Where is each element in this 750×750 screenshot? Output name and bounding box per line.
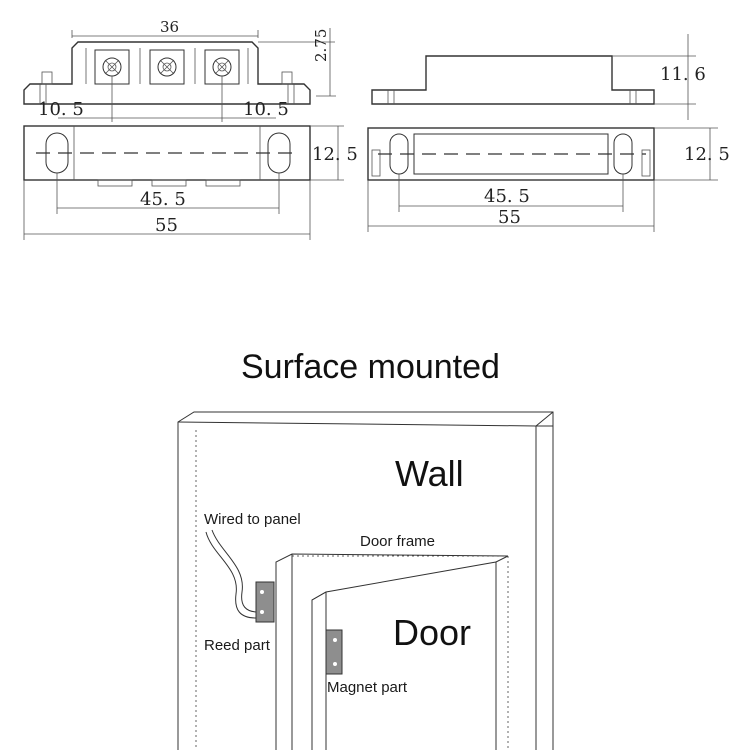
reed-front-view: 12. 5 45. 5 55 <box>23 125 358 240</box>
dim-36-label: 36 <box>160 18 179 36</box>
install-title: Surface mounted <box>241 348 500 386</box>
reed-side-view: 36 2.75 10. 5 10. 5 <box>23 18 336 122</box>
magnet-part: Magnet part <box>325 629 408 696</box>
magnet-part-label: Magnet part <box>327 679 408 696</box>
wall-illustration: Wall <box>177 411 554 750</box>
dim-2-75-label: 2.75 <box>312 29 330 62</box>
wall-label: Wall <box>395 453 464 494</box>
wired-to-panel-label: Wired to panel <box>204 511 301 528</box>
reed-part-label: Reed part <box>204 637 271 654</box>
reed-part: Reed part <box>204 581 275 654</box>
dim-55-left-label: 55 <box>155 215 178 236</box>
door-frame-label: Door frame <box>360 533 435 550</box>
magnet-side-view: 11. 6 <box>371 34 706 120</box>
door-illustration: Door <box>275 553 509 750</box>
dim-45-5-left-label: 45. 5 <box>140 189 186 210</box>
door-label: Door <box>393 612 471 653</box>
dim-10-5-right-label: 10. 5 <box>243 99 289 120</box>
screw-icon <box>212 57 232 77</box>
dim-45-5-right-label: 45. 5 <box>484 186 530 207</box>
dim-12-5-right-label: 12. 5 <box>684 144 730 165</box>
dim-10-5-left-label: 10. 5 <box>38 99 84 120</box>
dim-55-right-label: 55 <box>498 207 521 228</box>
wire-illustration: Wired to panel <box>204 511 301 619</box>
screw-icon <box>157 57 177 77</box>
dim-11-6-label: 11. 6 <box>660 64 706 85</box>
magnet-front-view: 12. 5 45. 5 55 <box>367 127 730 232</box>
screw-icon <box>102 57 122 77</box>
dim-12-5-left-label: 12. 5 <box>312 144 358 165</box>
